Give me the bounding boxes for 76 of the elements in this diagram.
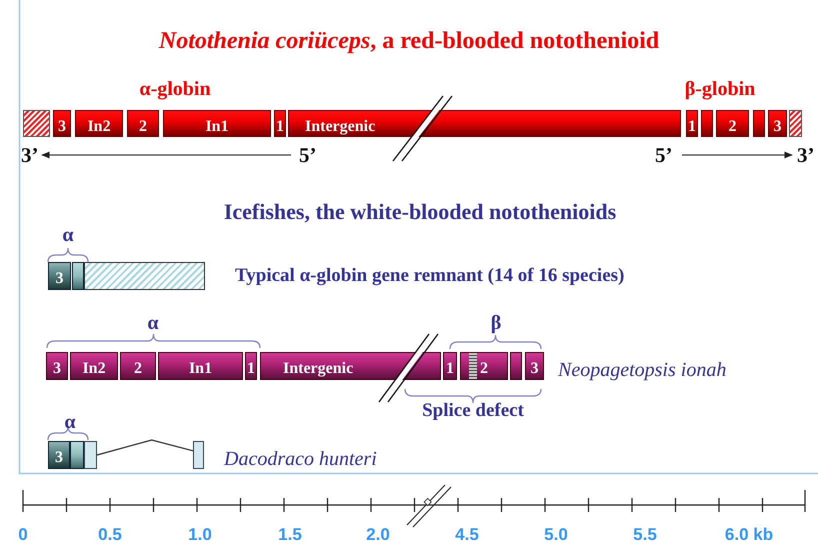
segment-label: 2 bbox=[139, 118, 147, 136]
exon-segment bbox=[245, 352, 257, 380]
intron-line bbox=[96, 439, 194, 456]
gene-label: α-globin bbox=[139, 78, 211, 101]
gene-segment bbox=[510, 352, 522, 380]
exon-segment bbox=[288, 110, 681, 137]
exon-segment bbox=[70, 352, 118, 380]
segment-label: 3 bbox=[774, 118, 782, 136]
annotation-text: Splice defect bbox=[422, 400, 524, 422]
end-label: 5’ bbox=[299, 143, 316, 168]
gene-label: β bbox=[490, 312, 502, 335]
scale-label: 0 bbox=[18, 525, 28, 545]
segment-label: 2 bbox=[480, 360, 488, 378]
segment-label: 1 bbox=[446, 360, 454, 378]
segment-label: 1 bbox=[688, 118, 696, 136]
exon-segment bbox=[48, 441, 70, 469]
description-text: Typical α-globin gene remnant (14 of 16 species) bbox=[235, 265, 624, 287]
segment-label: 2 bbox=[134, 360, 142, 378]
exon-segment bbox=[443, 352, 457, 380]
exon-segment bbox=[48, 262, 71, 290]
hatched-segment bbox=[193, 441, 204, 469]
segment-label: In2 bbox=[82, 360, 106, 378]
exon-segment bbox=[75, 110, 123, 137]
exon-segment bbox=[46, 352, 68, 380]
exon-segment bbox=[274, 110, 286, 137]
gene-segment bbox=[70, 441, 84, 469]
scale-label: 5.0 bbox=[544, 525, 568, 545]
gene-segment bbox=[72, 262, 84, 290]
scale-label: 2.0 bbox=[366, 525, 390, 545]
species-name: Neopagetopsis ionah bbox=[558, 359, 726, 382]
segment-label: 3 bbox=[530, 360, 538, 378]
hatched-segment bbox=[84, 262, 205, 290]
scale-label: 1.5 bbox=[278, 525, 302, 545]
exon-segment bbox=[686, 110, 698, 137]
hatched-segment bbox=[84, 441, 97, 469]
segment-label: 2 bbox=[728, 118, 736, 136]
scale-label: 5.5 bbox=[633, 525, 657, 545]
segment-label: In1 bbox=[205, 118, 229, 136]
exon-segment bbox=[716, 110, 749, 137]
segment-label: In2 bbox=[87, 118, 111, 136]
segment-label: 1 bbox=[276, 118, 284, 136]
end-label: 5’ bbox=[655, 143, 672, 168]
scale-label: 0.5 bbox=[98, 525, 122, 545]
end-label: 3’ bbox=[797, 143, 814, 168]
gene-label: α bbox=[64, 411, 76, 434]
gene-label: α bbox=[147, 312, 159, 335]
species-name: Dacodraco hunteri bbox=[224, 448, 377, 471]
end-label: 3’ bbox=[21, 143, 38, 168]
gene-label: α bbox=[62, 224, 74, 247]
gene-label: β-globin bbox=[684, 78, 756, 101]
hatched-segment bbox=[23, 110, 50, 137]
segment-label: 3 bbox=[53, 360, 61, 378]
exon-segment bbox=[163, 110, 271, 137]
scale-label: 1.0 bbox=[188, 525, 212, 545]
exon-segment bbox=[158, 352, 243, 380]
exon-segment bbox=[53, 110, 71, 137]
scale-label: 4.5 bbox=[455, 525, 479, 545]
segment-label: Intergenic bbox=[305, 118, 376, 136]
segment-label: 3 bbox=[56, 270, 64, 288]
segment-label: 3 bbox=[58, 118, 66, 136]
exon-segment bbox=[127, 110, 159, 137]
segment-label: 3 bbox=[55, 449, 63, 467]
hatched-segment bbox=[789, 110, 802, 137]
scale-label: 6.0 kb bbox=[724, 525, 774, 545]
exon-segment bbox=[260, 352, 441, 380]
exon-segment bbox=[525, 352, 544, 380]
exon-segment bbox=[460, 352, 508, 380]
title: Notothenia coriüceps, a red-blooded notothenioid bbox=[158, 28, 660, 55]
segment-label: 1 bbox=[247, 360, 255, 378]
exon-segment bbox=[120, 352, 156, 380]
segment-label: In1 bbox=[188, 360, 212, 378]
section-heading: Icefishes, the white-blooded notothenioids bbox=[224, 199, 616, 225]
gene-segment bbox=[753, 110, 765, 137]
exon-segment bbox=[768, 110, 787, 137]
gene-segment bbox=[701, 110, 713, 137]
segment-label: Intergenic bbox=[283, 360, 354, 378]
